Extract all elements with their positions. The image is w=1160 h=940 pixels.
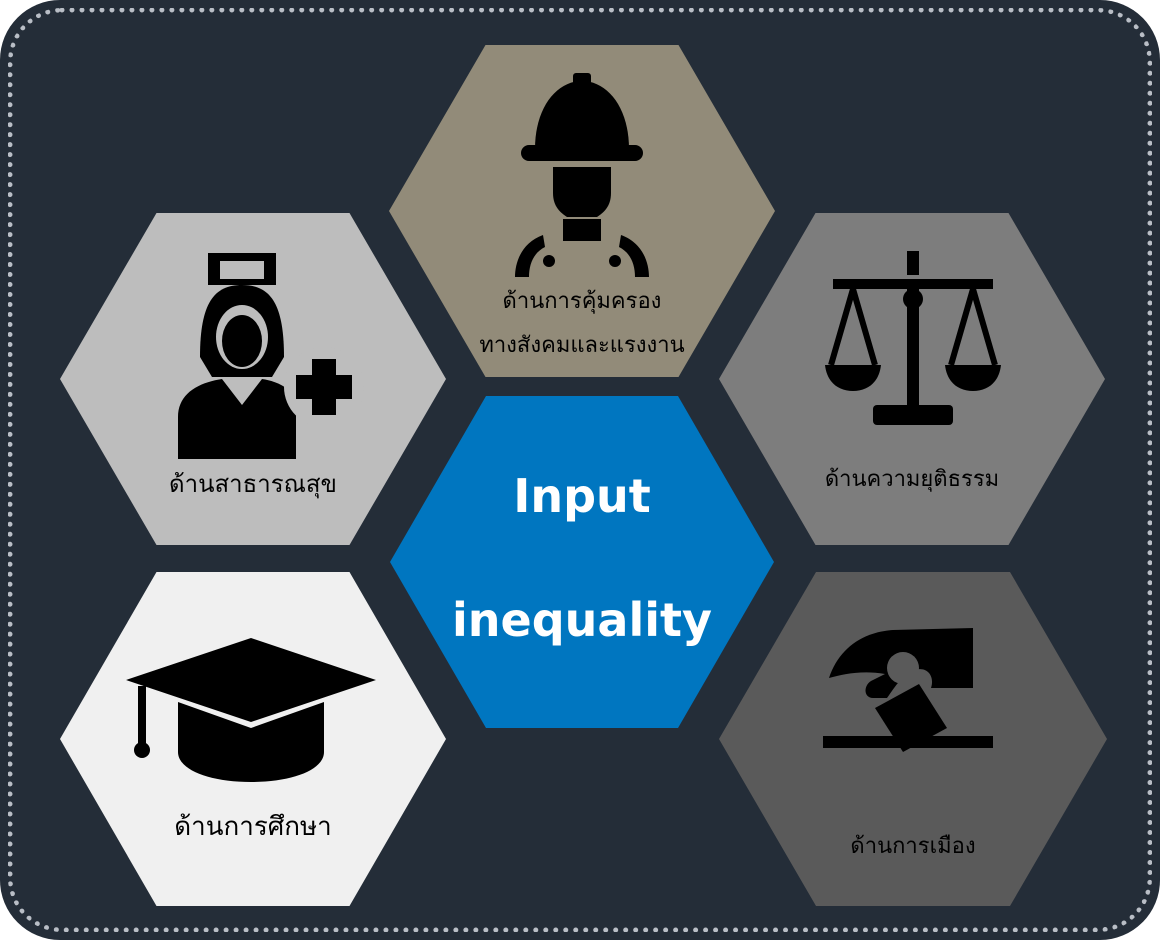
ballot-box-icon xyxy=(823,628,993,752)
hex-center: Input inequality xyxy=(390,396,774,728)
nurse-icon xyxy=(178,253,364,459)
hex-label: ด้านสาธารณสุข xyxy=(169,470,337,498)
hex-label: ด้านการศึกษา xyxy=(174,812,332,842)
center-title-line1: Input xyxy=(513,469,651,523)
hex-politics: ด้านการเมือง xyxy=(719,572,1107,906)
worker-icon xyxy=(515,73,649,277)
center-title-line2: inequality xyxy=(452,593,712,647)
hex-label-line2: ทางสังคมและแรงงาน xyxy=(479,333,685,358)
hex-public-health: ด้านสาธารณสุข xyxy=(60,213,446,545)
hex-social-protection: ด้านการคุ้มครอง ทางสังคมและแรงงาน xyxy=(389,45,775,377)
hex-label: ด้านการเมือง xyxy=(850,834,976,859)
hex-education: ด้านการศึกษา xyxy=(60,572,446,906)
scales-icon xyxy=(825,251,1001,425)
hex-justice: ด้านความยุติธรรม xyxy=(719,213,1105,545)
hex-label-line1: ด้านการคุ้มครอง xyxy=(502,289,662,314)
hex-label: ด้านความยุติธรรม xyxy=(824,467,1000,492)
graduation-cap-icon xyxy=(126,638,376,782)
